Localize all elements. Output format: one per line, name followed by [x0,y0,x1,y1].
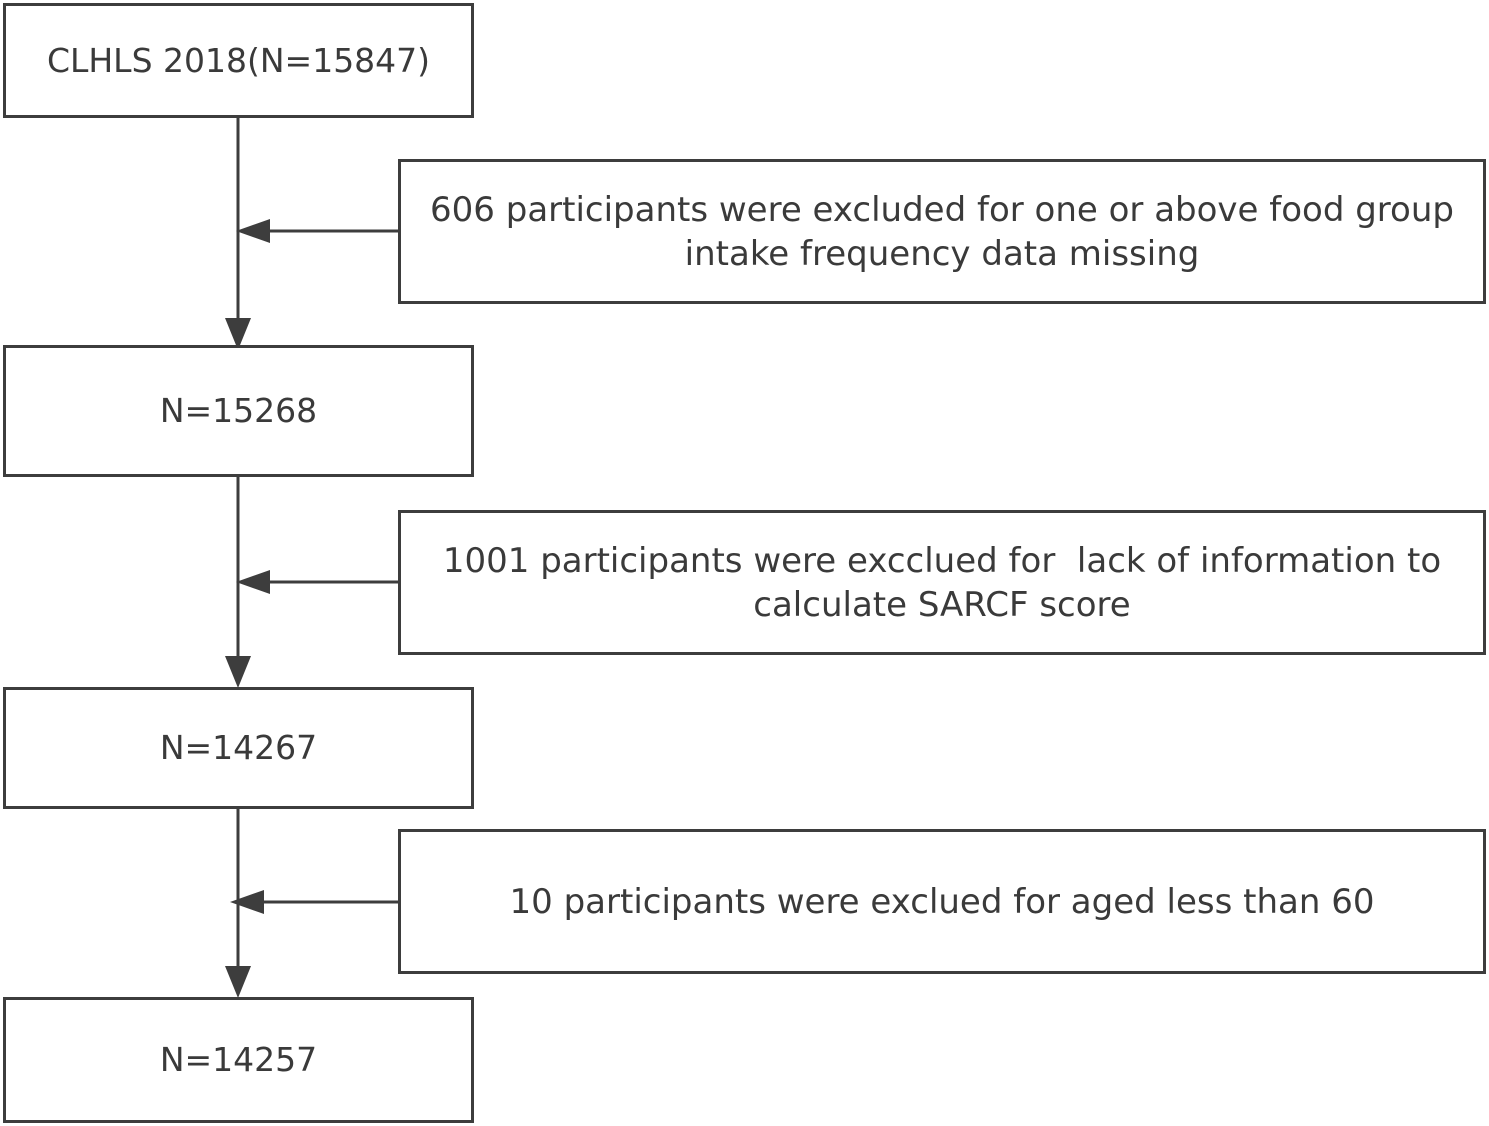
left-arrow-1 [236,219,270,243]
step-label: N=14257 [159,1040,318,1079]
step-box-clhls-2018: CLHLS 2018(N=15847) [3,3,474,118]
step-box-n-14267: N=14267 [3,687,474,809]
exclusion-box-sarcf: 1001 participants were excclued for lack… [398,510,1486,655]
left-arrow-2 [236,570,270,594]
step-box-n-15268: N=15268 [3,345,474,477]
exclusion-label: 606 participants were excluded for one o… [430,189,1454,274]
left-arrow-3 [230,890,264,914]
exclusion-label: 1001 participants were excclued for lack… [442,540,1442,625]
step-label: N=15268 [159,391,318,430]
exclusion-box-age: 10 participants were exclued for aged le… [398,829,1486,974]
down-arrow-1 [225,318,251,350]
exclusion-box-food-group: 606 participants were excluded for one o… [398,159,1486,304]
down-arrow-2 [225,656,251,688]
exclusion-label: 10 participants were exclued for aged le… [509,881,1375,922]
step-label: CLHLS 2018(N=15847) [46,40,431,80]
step-label: N=14267 [159,728,318,767]
step-box-n-14257: N=14257 [3,997,474,1123]
down-arrow-3 [225,966,251,998]
